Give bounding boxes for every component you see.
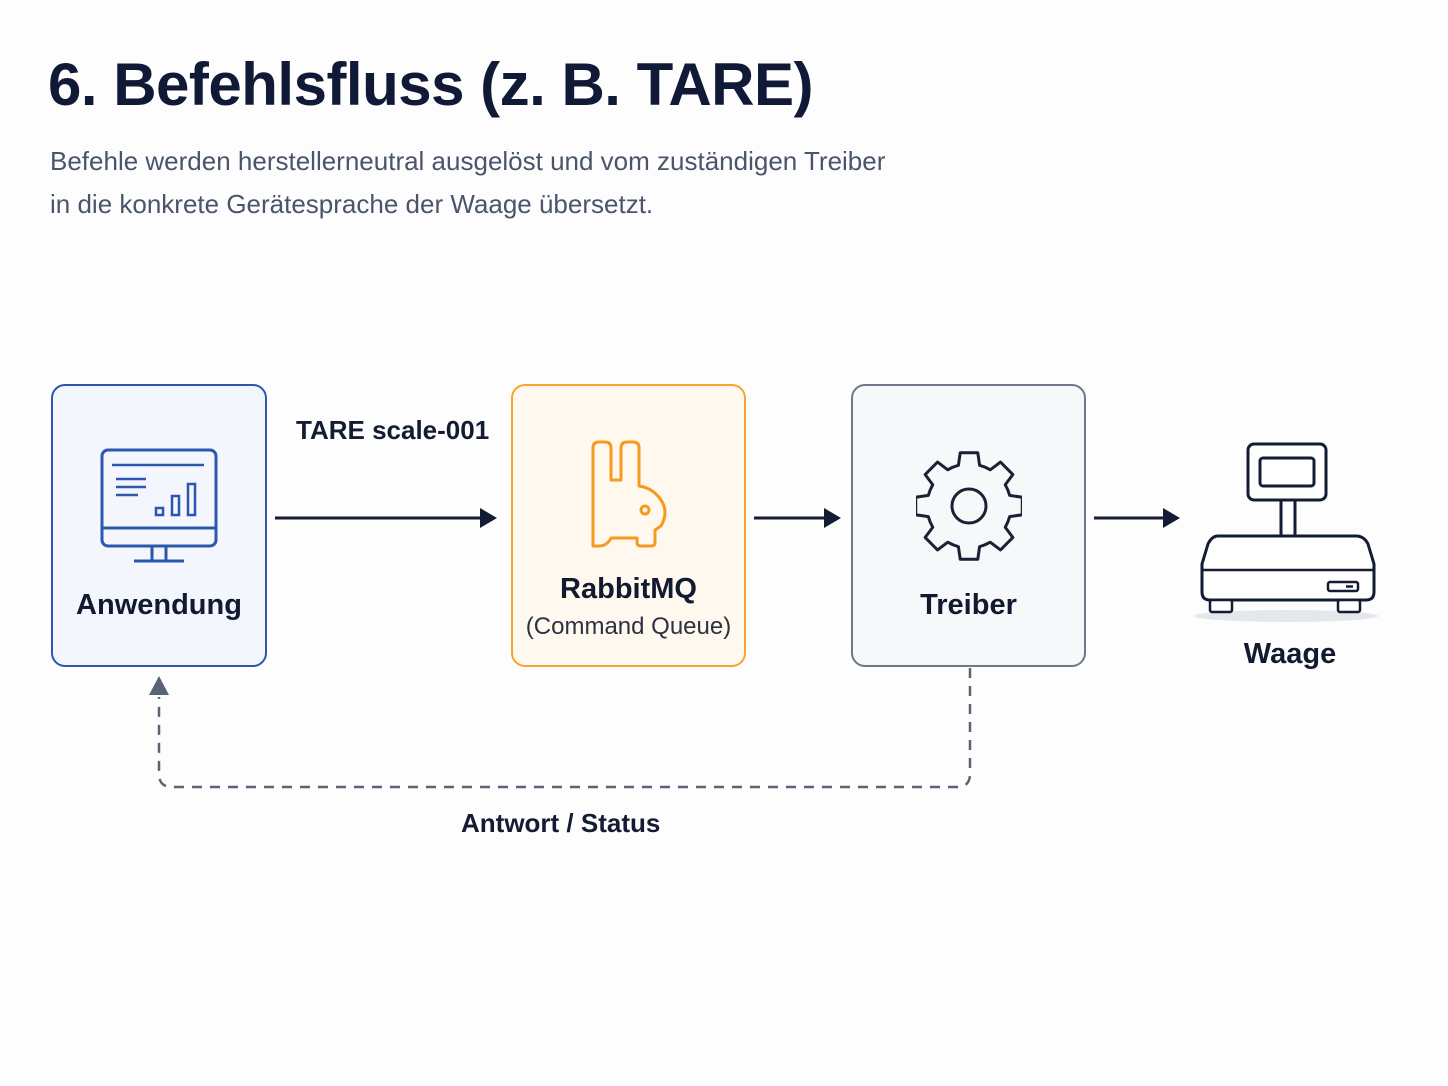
node-sublabel-command-queue: (Command Queue) xyxy=(525,613,732,640)
edge-label-response: Antwort / Status xyxy=(461,808,661,838)
dashed-return-path xyxy=(149,668,972,789)
page-subtitle: Befehle werden herstellerneutral ausgelö… xyxy=(50,140,930,226)
arrow-driver-to-scale xyxy=(1094,508,1180,528)
monitor-chart-icon xyxy=(100,448,218,563)
node-label-treiber: Treiber xyxy=(920,589,1017,621)
rabbit-icon xyxy=(591,440,666,548)
node-label-rabbitmq: RabbitMQ xyxy=(560,573,697,605)
node-rabbitmq[interactable]: RabbitMQ (Command Queue) xyxy=(511,384,746,667)
edge-label-command: TARE scale-001 xyxy=(296,415,490,445)
node-anwendung[interactable]: Anwendung xyxy=(51,384,267,667)
arrow-mq-to-driver xyxy=(754,508,841,528)
subtitle-line-1: Befehle werden herstellerneutral ausgelö… xyxy=(50,146,886,176)
subtitle-line-2: in die konkrete Gerätesprache der Waage … xyxy=(50,189,654,219)
node-label-waage: Waage xyxy=(1243,638,1337,670)
node-label-anwendung: Anwendung xyxy=(76,589,242,621)
node-treiber[interactable]: Treiber xyxy=(851,384,1086,667)
node-waage[interactable]: Waage xyxy=(1190,440,1390,680)
gear-icon xyxy=(915,451,1022,561)
arrow-app-to-mq xyxy=(275,508,497,528)
weighing-scale-icon xyxy=(1194,442,1378,622)
page-title: 6. Befehlsfluss (z. B. TARE) xyxy=(48,51,814,118)
